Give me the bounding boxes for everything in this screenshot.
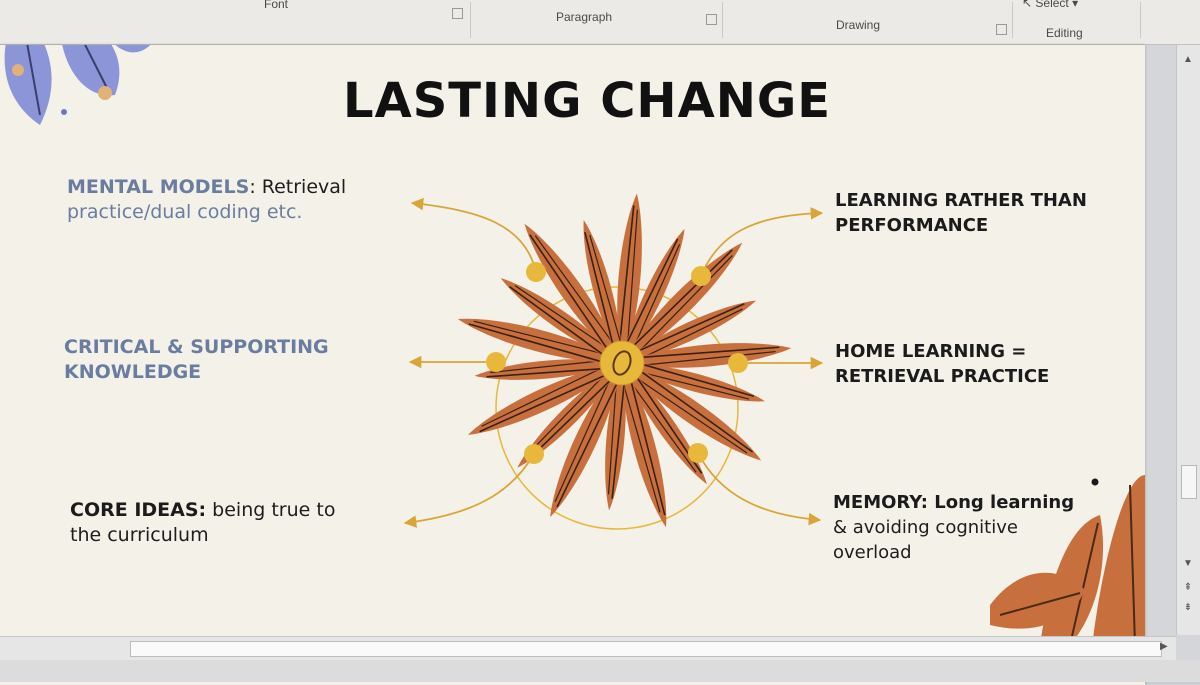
label-mental-models: MENTAL MODELS: Retrieval practice/dual c… <box>67 175 397 225</box>
vertical-scrollbar[interactable]: ▲ ▼ ⇞ ⇟ <box>1176 45 1200 635</box>
label-highlight: MENTAL MODELS <box>67 176 250 198</box>
scroll-right-icon[interactable]: ▶ <box>1160 641 1168 652</box>
ribbon-group-paragraph[interactable]: Paragraph <box>556 10 612 54</box>
flower-petal <box>474 359 622 380</box>
flower-petal <box>524 223 622 363</box>
flower-petal <box>617 193 642 363</box>
scroll-up-icon[interactable]: ▲ <box>1183 54 1193 65</box>
ribbon-group-label: Editing <box>1046 26 1083 40</box>
ribbon-group-label: Paragraph <box>556 10 613 24</box>
scroll-down-icon[interactable]: ▼ <box>1183 558 1193 569</box>
flower-petal <box>550 363 622 518</box>
connector-node <box>691 266 711 286</box>
slide-page: LASTING CHANGE MENTAL MODELS: Retrieval … <box>0 45 1145 685</box>
font-dialog-launcher-icon[interactable] <box>452 8 463 19</box>
flower-petal <box>622 300 757 363</box>
label-critical-supporting-knowledge: CRITICAL & SUPPORTING KNOWLEDGE <box>64 335 384 385</box>
label-learning-rather-than-performance: LEARNING RATHER THAN PERFORMANCE <box>835 188 1125 238</box>
ribbon: Font Paragraph Drawing ↖ Select ▾ Editin… <box>0 0 1200 45</box>
label-text: overload <box>833 542 912 563</box>
flower-petal <box>583 220 623 363</box>
connector-nodes <box>486 262 748 464</box>
horizontal-scrollbar[interactable]: ▶ <box>0 636 1176 661</box>
flower-petal <box>622 363 762 461</box>
flower-petal <box>622 343 792 368</box>
label-text: practice/dual coding etc. <box>67 201 303 223</box>
slide-artwork <box>4 45 1145 665</box>
connector-node <box>688 443 708 463</box>
label-memory: MEMORY: Long learning & avoiding cogniti… <box>833 490 1123 565</box>
document-workspace: LASTING CHANGE MENTAL MODELS: Retrieval … <box>0 45 1200 685</box>
label-bold: MEMORY: Long learning <box>833 492 1075 513</box>
label-home-learning: HOME LEARNING = RETRIEVAL PRACTICE <box>835 339 1125 389</box>
label-text: & avoiding cognitive <box>833 517 1018 538</box>
flower-petal <box>500 278 622 363</box>
select-label: Select <box>1035 0 1069 10</box>
flower-petal <box>622 242 743 363</box>
flower-petal <box>622 228 685 363</box>
flower-petal <box>467 363 622 435</box>
label-line: CRITICAL & SUPPORTING <box>64 336 329 358</box>
flower-petal <box>605 363 626 511</box>
corner-flower-topleft-icon <box>4 45 151 125</box>
label-line: PERFORMANCE <box>835 215 989 236</box>
label-bold: CORE IDEAS: <box>70 499 207 521</box>
corner-flower-bottomright-icon <box>990 475 1145 665</box>
cursor-arrow-icon: ↖ <box>1022 0 1033 10</box>
label-line: LEARNING RATHER THAN <box>835 190 1087 211</box>
connector-circle <box>495 286 739 530</box>
ribbon-separator <box>1012 2 1013 38</box>
label-line: KNOWLEDGE <box>64 361 202 383</box>
connector-node <box>728 353 748 373</box>
connector-lines <box>403 197 824 528</box>
ribbon-separator <box>470 2 471 38</box>
ribbon-separator <box>722 2 723 38</box>
paragraph-dialog-launcher-icon[interactable] <box>706 14 717 25</box>
flower-petal <box>621 363 667 528</box>
select-button[interactable]: ↖ Select ▾ <box>1022 0 1078 40</box>
next-page-icon[interactable]: ⇟ <box>1183 602 1193 613</box>
connector-node <box>524 444 544 464</box>
label-line: RETRIEVAL PRACTICE <box>835 366 1050 387</box>
ribbon-group-editing[interactable]: Editing <box>1046 26 1083 70</box>
connector-node <box>486 352 506 372</box>
status-bar <box>0 660 1200 682</box>
horizontal-scroll-thumb[interactable] <box>130 641 1162 657</box>
label-text: : Retrieval <box>249 176 347 198</box>
flower-petal <box>457 318 622 364</box>
ribbon-group-label: Font <box>264 0 289 11</box>
label-text: the curriculum <box>70 524 209 546</box>
ribbon-group-drawing[interactable]: Drawing <box>836 18 880 62</box>
central-flower-icon <box>457 193 792 528</box>
label-core-ideas: CORE IDEAS: being true to the curriculum <box>70 498 390 548</box>
flower-center <box>599 340 645 386</box>
vertical-scroll-thumb[interactable] <box>1181 465 1197 499</box>
previous-page-icon[interactable]: ⇞ <box>1183 582 1193 593</box>
drawing-dialog-launcher-icon[interactable] <box>996 24 1007 35</box>
label-line: HOME LEARNING = <box>835 341 1027 362</box>
chevron-down-icon: ▾ <box>1072 0 1079 10</box>
ribbon-group-label: Drawing <box>836 18 881 32</box>
connector-node <box>526 262 546 282</box>
ribbon-group-font[interactable]: Font <box>264 0 288 41</box>
flower-petal <box>621 362 765 402</box>
label-text: being true to <box>206 499 336 521</box>
ribbon-separator <box>1140 2 1141 38</box>
slide-title: LASTING CHANGE <box>343 73 832 129</box>
